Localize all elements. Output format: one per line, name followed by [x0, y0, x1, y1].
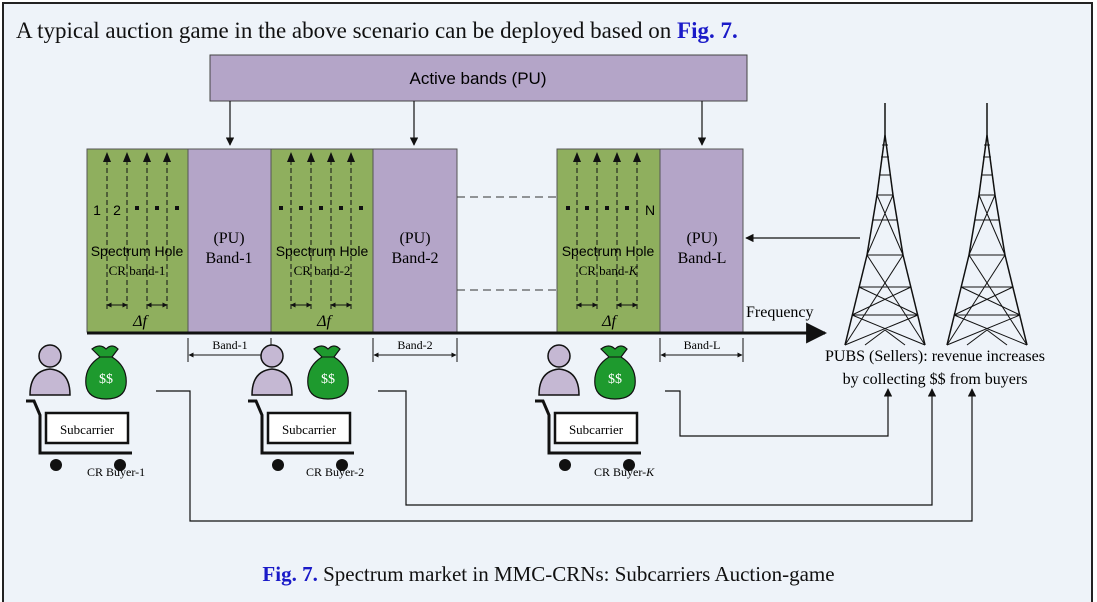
cr-band-label: CR band-2 [294, 263, 351, 278]
cr-band-label: CR band-1 [109, 263, 166, 278]
delta-f-label: Δf [601, 313, 618, 330]
caption-text: Spectrum market in MMC-CRNs: Subcarriers… [317, 562, 835, 586]
spectrum-hole-label: Spectrum Hole [91, 243, 184, 259]
spectrum-hole-label: Spectrum Hole [276, 243, 369, 259]
cr-index-first: 1 [93, 202, 101, 218]
cr-block-2: Spectrum Hole CR band-2 Δf [270, 148, 374, 333]
cr-block-1: 1 2 Spectrum Hole CR band-1 Δf [86, 148, 189, 333]
pu-label: (PU) [399, 230, 430, 247]
cart-label: Subcarrier [60, 422, 115, 437]
band-dimension-1: Band-1 [187, 338, 272, 362]
active-bands-box [209, 54, 748, 102]
buyer-cart-icon [533, 343, 643, 473]
frequency-label: Frequency [746, 304, 814, 321]
buyer-label: CR Buyer-K [594, 465, 655, 479]
pu-band-label: Band-L [678, 250, 727, 267]
buyer-cart-icon [24, 343, 134, 473]
buyer-label: CR Buyer-1 [87, 465, 145, 479]
pu-label: (PU) [213, 230, 244, 247]
band-dimension-2: Band-2 [372, 338, 458, 362]
sellers-label-line1: PUBS (Sellers): revenue increases [825, 348, 1045, 365]
svg-text:Band-1: Band-1 [212, 338, 247, 352]
cart-label: Subcarrier [569, 422, 624, 437]
intro-fig-ref[interactable]: Fig. 7. [677, 18, 738, 43]
cr-index-last: N [645, 202, 655, 218]
pu-band-label: Band-1 [205, 250, 252, 267]
money-label: $$ [608, 372, 622, 387]
cr-buyer-1: $$ Subcarrier [24, 343, 134, 473]
sellers-label-line2: by collecting $$ from buyers [843, 371, 1028, 388]
pu-block-l: (PU) Band-L [659, 148, 744, 333]
pu-block-2: (PU) Band-2 [372, 148, 458, 333]
pu-band-label: Band-2 [391, 250, 438, 267]
cr-band-label: CR band-K [579, 263, 639, 278]
svg-text:Band-L: Band-L [684, 338, 721, 352]
cr-index-second: 2 [113, 202, 121, 218]
spectrum-hole-label: Spectrum Hole [562, 243, 655, 259]
money-label: $$ [321, 372, 335, 387]
pu-label: (PU) [686, 230, 717, 247]
intro-text: A typical auction game in the above scen… [16, 18, 738, 44]
payment-route-2 [378, 388, 937, 506]
buyer-cart-icon [246, 343, 356, 473]
band-dimension-l: Band-L [659, 338, 744, 362]
svg-text:Band-2: Band-2 [397, 338, 432, 352]
payment-route-1 [156, 388, 977, 522]
spectrum-market-diagram: Active bands (PU) 1 2 Spectrum Hole CR b… [24, 54, 1045, 522]
payment-route-k [665, 388, 893, 437]
money-label: $$ [99, 372, 113, 387]
cr-buyer-k: $$ Subcarrier [533, 343, 643, 473]
tower-icon [946, 102, 1028, 346]
delta-f-label: Δf [132, 313, 149, 330]
cr-buyer-2: $$ Subcarrier [246, 343, 356, 473]
caption-fig-ref[interactable]: Fig. 7. [262, 562, 318, 586]
tower-icon [844, 102, 926, 346]
intro-body: A typical auction game in the above scen… [16, 18, 678, 43]
pu-block-1: (PU) Band-1 [187, 148, 272, 333]
figure-caption: Fig. 7. Spectrum market in MMC-CRNs: Sub… [0, 562, 1097, 587]
delta-f-label: Δf [316, 313, 333, 330]
active-bands-label: Active bands (PU) [410, 69, 547, 88]
cart-label: Subcarrier [282, 422, 337, 437]
cr-block-k: N Spectrum Hole CR band-K Δf [556, 148, 661, 333]
buyer-label: CR Buyer-2 [306, 465, 364, 479]
